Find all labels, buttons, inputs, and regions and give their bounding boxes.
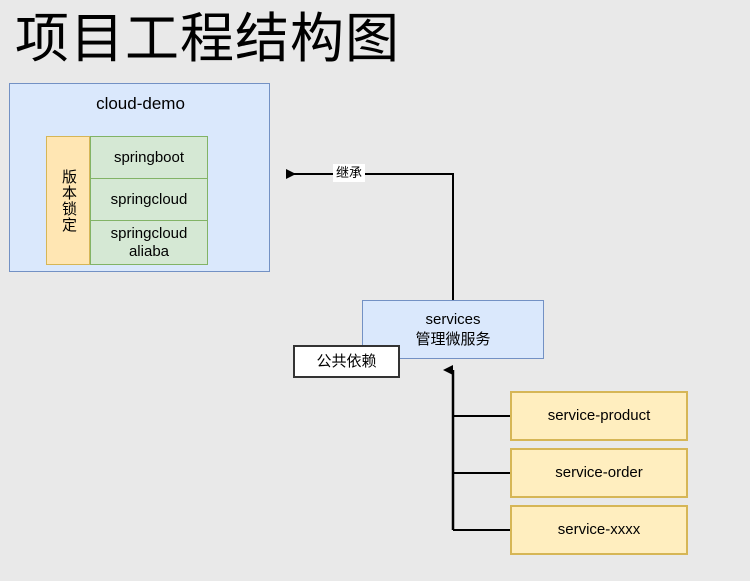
inheritance-edge-path xyxy=(286,169,454,300)
services-label-en: services xyxy=(425,310,481,328)
module-trunk-path xyxy=(443,365,512,531)
dependency-row-springcloud-alibaba[interactable]: springcloud aliaba xyxy=(90,220,208,265)
inheritance-edge-label: 继承 xyxy=(333,164,366,182)
services-label-cn: 管理微服务 xyxy=(415,330,491,348)
dependency-row-springcloud[interactable]: springcloud xyxy=(90,178,208,221)
service-box-product[interactable]: service-product xyxy=(510,391,688,441)
cloud-demo-label: cloud-demo xyxy=(96,94,185,113)
version-lock-box[interactable]: 版本锁定 xyxy=(46,136,90,265)
version-lock-label: 版本锁定 xyxy=(60,168,77,233)
service-box-order[interactable]: service-order xyxy=(510,448,688,498)
dependency-row-springboot[interactable]: springboot xyxy=(90,136,208,179)
service-box-xxxx[interactable]: service-xxxx xyxy=(510,505,688,555)
page-title: 项目工程结构图 xyxy=(15,9,400,69)
common-dependency-box[interactable]: 公共依赖 xyxy=(293,345,400,378)
